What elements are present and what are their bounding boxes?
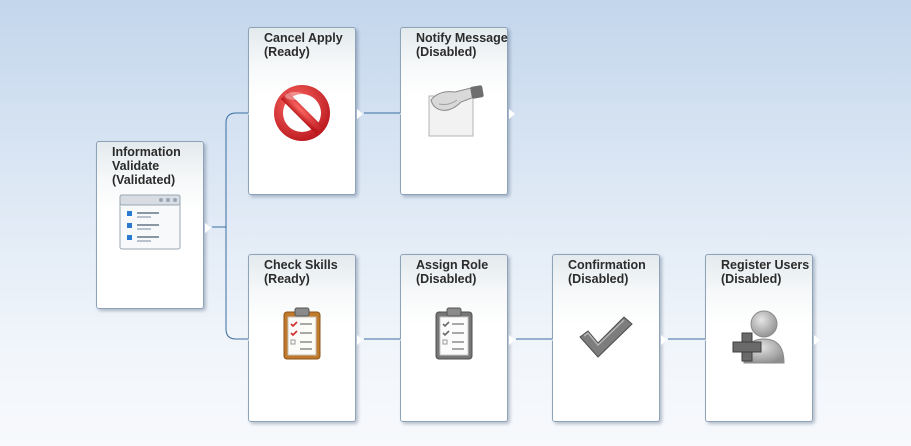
input-port[interactable] xyxy=(400,109,405,119)
checkmark-icon xyxy=(578,315,634,364)
node-status: (Disabled) xyxy=(568,272,629,286)
input-port[interactable] xyxy=(705,335,710,345)
input-port[interactable] xyxy=(248,335,253,345)
output-port[interactable] xyxy=(205,223,211,233)
input-port[interactable] xyxy=(248,109,253,119)
node-title-line1: Confirmation xyxy=(568,258,646,272)
hand-paper-icon xyxy=(421,82,487,143)
node-cancel-apply[interactable]: Cancel Apply (Ready) xyxy=(248,27,363,195)
input-port[interactable] xyxy=(552,335,557,345)
output-port[interactable] xyxy=(509,335,515,345)
node-notify-message[interactable]: Notify Message (Disabled) xyxy=(400,27,515,195)
node-assign-role[interactable]: Assign Role (Disabled) xyxy=(400,254,515,422)
node-title-line2: Validate xyxy=(112,159,160,173)
node-information-validate[interactable]: Information Validate (Validated) xyxy=(96,141,211,309)
node-title-line1: Register Users xyxy=(721,258,810,272)
output-port[interactable] xyxy=(661,335,667,345)
clipboard-grey-icon xyxy=(434,307,474,366)
input-port[interactable] xyxy=(400,335,405,345)
node-title-line1: Check Skills xyxy=(264,258,338,272)
connector-validate-check xyxy=(212,226,248,340)
node-status: (Ready) xyxy=(264,272,310,286)
node-check-skills[interactable]: Check Skills (Ready) xyxy=(248,254,363,422)
node-status: (Disabled) xyxy=(416,45,477,59)
node-status: (Validated) xyxy=(112,173,176,187)
node-title-line1: Cancel Apply xyxy=(264,31,343,45)
node-confirmation[interactable]: Confirmation (Disabled) xyxy=(552,254,667,422)
output-port[interactable] xyxy=(357,335,363,345)
node-status: (Disabled) xyxy=(721,272,782,286)
node-status: (Ready) xyxy=(264,45,310,59)
clipboard-checklist-icon xyxy=(282,307,322,366)
output-port[interactable] xyxy=(509,109,515,119)
prohibited-icon xyxy=(271,82,333,149)
add-user-icon xyxy=(732,307,786,370)
node-title-line1: Assign Role xyxy=(416,258,489,272)
node-title-line1: Notify Message xyxy=(416,31,508,45)
node-title-line1: Information xyxy=(112,145,181,159)
connector-validate-cancel xyxy=(212,112,248,228)
output-port[interactable] xyxy=(357,109,363,119)
output-port[interactable] xyxy=(814,335,820,345)
node-status: (Disabled) xyxy=(416,272,477,286)
node-register-users[interactable]: Register Users (Disabled) xyxy=(705,254,820,422)
form-document-icon xyxy=(119,194,181,255)
